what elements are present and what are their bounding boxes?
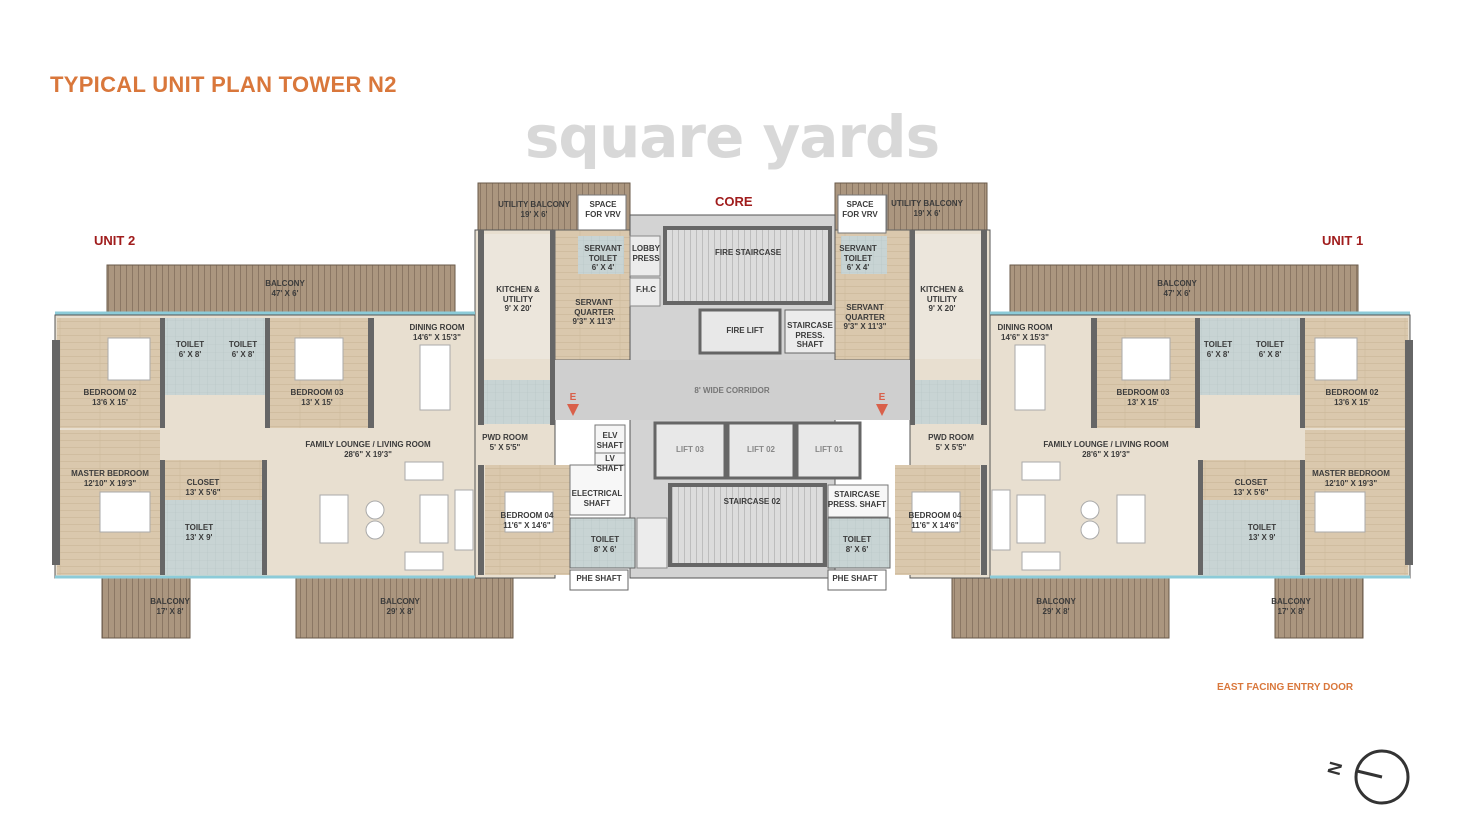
entry-arrow-icon: [567, 404, 579, 416]
core-label: F.H.C: [636, 285, 656, 294]
core-label: FIRE LIFT: [726, 326, 764, 335]
core-label: STAIRCASE 02: [723, 497, 781, 506]
entry-marker: E: [569, 392, 577, 403]
core-label: FIRE STAIRCASE: [714, 248, 782, 257]
core-plan: [555, 194, 910, 591]
core-label: STAIRCASE PRESS. SHAFT: [827, 490, 887, 509]
unit-2-label: UNIT 2: [94, 233, 136, 248]
room-label: SPACE FOR VRV: [842, 200, 878, 219]
core-label: CORE: [715, 194, 753, 209]
room-label: PHE SHAFT: [832, 574, 878, 583]
lift-label: LIFT 02: [746, 445, 776, 454]
watermark: square yards: [524, 103, 940, 171]
room-label: PHE SHAFT: [576, 574, 622, 583]
lift-label: LIFT 03: [675, 445, 705, 454]
page-title: TYPICAL UNIT PLAN TOWER N2: [50, 72, 397, 97]
core-label: LOBBY PRESS: [632, 244, 660, 263]
core-label: STAIRCASE PRESS. SHAFT: [787, 321, 833, 350]
unit-2-plan: [50, 181, 632, 640]
room-label: SPACE FOR VRV: [585, 200, 621, 219]
entry-arrow-icon: [876, 404, 888, 416]
lift-label: LIFT 01: [814, 445, 844, 454]
entry-door-note: EAST FACING ENTRY DOOR: [1217, 682, 1354, 693]
north-arrow-icon: [1354, 749, 1410, 805]
entry-marker: E: [878, 392, 886, 403]
corridor-label: 8' WIDE CORRIDOR: [694, 386, 770, 395]
unit-1-plan: [833, 181, 1415, 640]
unit-1-label: UNIT 1: [1322, 233, 1364, 248]
core-label: ELECTRICAL SHAFT: [571, 489, 623, 508]
core-label: ELV SHAFT: [596, 431, 624, 450]
core-label: LV SHAFT: [596, 454, 624, 473]
